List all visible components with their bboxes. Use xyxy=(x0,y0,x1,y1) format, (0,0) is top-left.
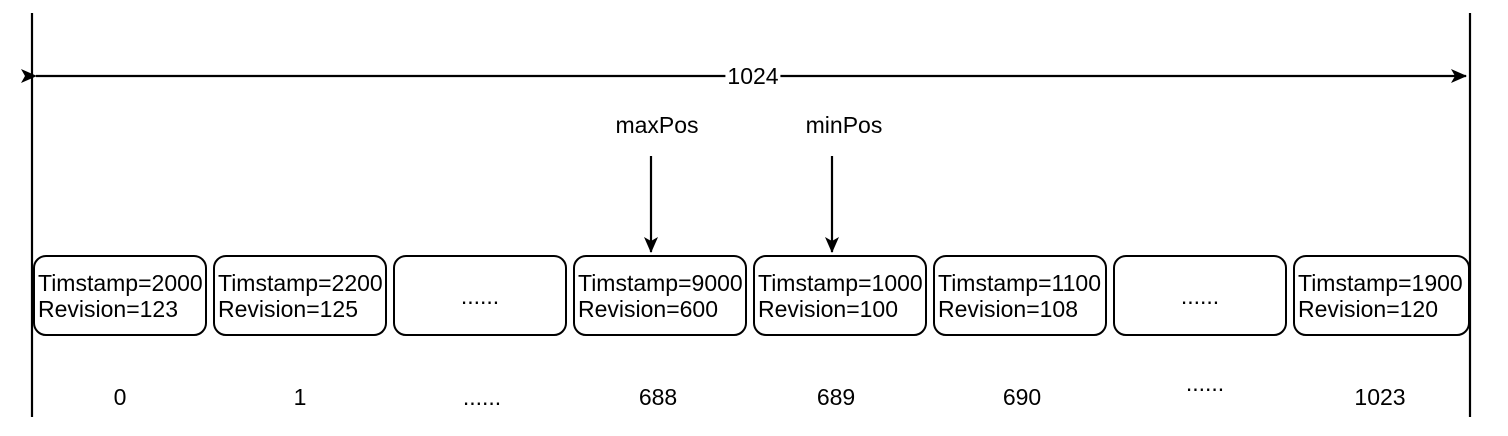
slot-content: Timstamp=1000 Revision=100 xyxy=(755,270,923,322)
slot-revision: Revision=600 xyxy=(578,295,719,322)
slot-index-688: 688 xyxy=(638,384,678,410)
buffer-slot-0: Timstamp=2000 Revision=123 xyxy=(33,255,207,336)
buffer-slot-ellipsis-left: ...... xyxy=(393,255,567,336)
slot-timestamp: Timstamp=1900 xyxy=(1298,269,1463,296)
slot-index-689: 689 xyxy=(816,384,856,410)
slot-revision: Revision=120 xyxy=(1298,295,1439,322)
slot-index-1: 1 xyxy=(293,384,307,410)
slot-timestamp: Timstamp=9000 xyxy=(578,269,743,296)
slot-revision: Revision=108 xyxy=(938,295,1079,322)
slot-revision: Revision=123 xyxy=(38,295,179,322)
slot-timestamp: Timstamp=2000 xyxy=(38,269,203,296)
buffer-slot-ellipsis-right: ...... xyxy=(1113,255,1287,336)
slot-index-1023: 1023 xyxy=(1354,384,1406,410)
ellipsis-text: ...... xyxy=(460,282,500,309)
slot-timestamp: Timstamp=2200 xyxy=(218,269,383,296)
buffer-slot-688: Timstamp=9000 Revision=600 xyxy=(573,255,747,336)
slot-index-0: 0 xyxy=(113,384,127,410)
slot-timestamp: Timstamp=1100 xyxy=(938,269,1101,296)
max-pos-label: maxPos xyxy=(615,112,699,138)
ellipsis-text: ...... xyxy=(1180,282,1220,309)
slot-content: ...... xyxy=(461,283,499,309)
slot-content: Timstamp=9000 Revision=600 xyxy=(575,270,743,322)
min-pos-label: minPos xyxy=(805,112,883,138)
slot-content: Timstamp=1100 Revision=108 xyxy=(935,270,1101,322)
buffer-slot-1023: Timstamp=1900 Revision=120 xyxy=(1293,255,1470,336)
slot-content: Timstamp=2000 Revision=123 xyxy=(35,270,203,322)
buffer-slot-690: Timstamp=1100 Revision=108 xyxy=(933,255,1107,336)
slot-index-690: 690 xyxy=(1002,384,1042,410)
slot-content: ...... xyxy=(1181,283,1219,309)
slot-index-ellipsis-right: ...... xyxy=(1185,370,1225,396)
slot-index-ellipsis-left: ...... xyxy=(462,384,502,410)
buffer-slot-1: Timstamp=2200 Revision=125 xyxy=(213,255,387,336)
capacity-label: 1024 xyxy=(725,63,781,89)
slot-content: Timstamp=2200 Revision=125 xyxy=(215,270,383,322)
slot-timestamp: Timstamp=1000 xyxy=(758,269,923,296)
slot-revision: Revision=125 xyxy=(218,295,359,322)
slot-content: Timstamp=1900 Revision=120 xyxy=(1295,270,1463,322)
buffer-slot-689: Timstamp=1000 Revision=100 xyxy=(753,255,927,336)
slot-revision: Revision=100 xyxy=(758,295,899,322)
